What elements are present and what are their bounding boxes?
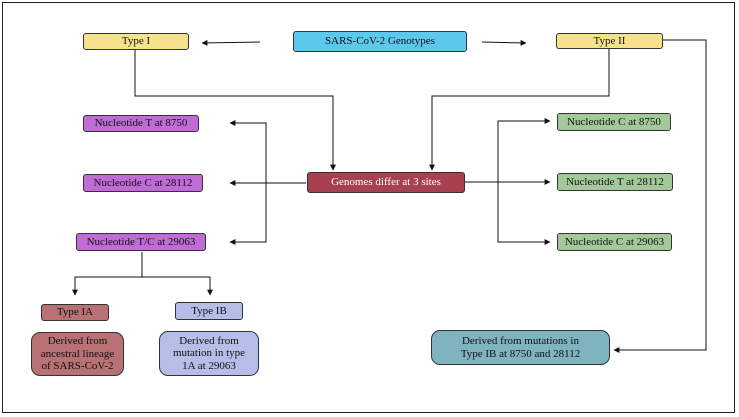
arrow-split-to-type1b [142, 276, 213, 296]
left-site-8750-box: Nucleotide T at 8750 [83, 115, 199, 132]
arrow-right-bracket-top [497, 118, 551, 182]
left-site-29063-box: Nucleotide T/C at 29063 [76, 233, 206, 251]
diagram-frame [2, 2, 735, 413]
arrow-split-to-type1a [72, 252, 143, 296]
arrow-root-to-type1 [201, 39, 261, 46]
center-genomes-differ-box: Genomes differ at 3 sites [307, 172, 465, 193]
type1b-description-box: Derived from mutation in type 1A at 2906… [159, 331, 259, 376]
right-site-28112-box: Nucleotide T at 28112 [557, 173, 673, 191]
type1a-description-box: Derived from ancestral lineage of SARS-C… [31, 332, 124, 376]
arrow-left-bracket-bottom [229, 183, 267, 245]
root-genotypes-box: SARS-CoV-2 Genotypes [293, 31, 467, 52]
right-site-8750-box: Nucleotide C at 8750 [557, 113, 671, 131]
type2-derived-box: Derived from mutations in Type IB at 875… [431, 330, 610, 365]
left-site-28112-box: Nucleotide C at 28112 [83, 174, 203, 192]
arrow-type2-to-center [429, 48, 610, 171]
arrow-type2-to-derived [613, 39, 707, 353]
type2-box: Type II [556, 33, 663, 49]
right-site-29063-box: Nucleotide C at 29063 [557, 233, 672, 251]
arrow-center-to-left-bracket [229, 120, 306, 184]
arrow-right-bracket-bottom [497, 182, 551, 245]
arrow-type1-to-center [134, 50, 336, 171]
type1a-box: Type IA [41, 304, 109, 321]
type1-box: Type I [83, 33, 189, 50]
type1b-box: Type IB [175, 302, 243, 320]
arrow-root-to-type2 [481, 39, 527, 46]
